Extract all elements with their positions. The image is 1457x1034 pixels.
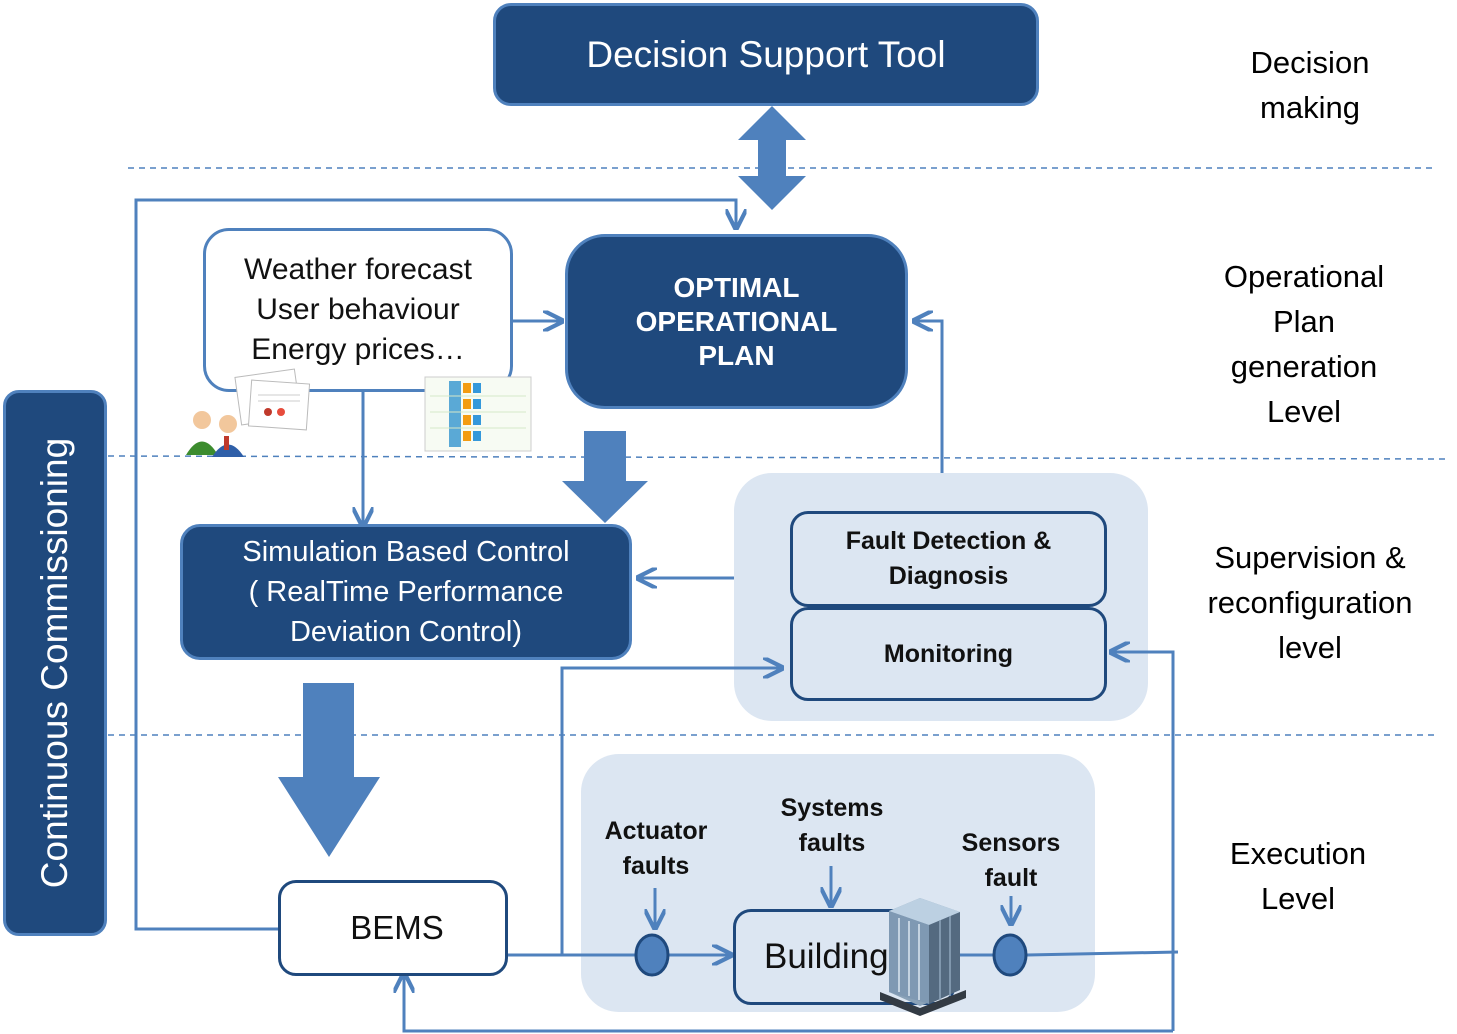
decision-support-box: Decision Support Tool [493, 3, 1039, 106]
actuator-faults-label: Actuator faults [604, 817, 708, 880]
actuator-node [634, 933, 670, 977]
level-execution-label: Execution Level [1229, 836, 1367, 916]
level-supervision-label: Supervision & reconfiguration level [1207, 540, 1413, 665]
systems-faults-label: Systems faults [780, 794, 884, 857]
bems-box: BEMS [278, 880, 508, 976]
plan-to-sim-arrow [562, 431, 648, 523]
building-label: Building [764, 937, 889, 976]
sensor-node [992, 933, 1028, 977]
separator-2 [107, 455, 1449, 460]
sensor-output [1026, 950, 1179, 957]
level-decision-label: Decision making [1250, 45, 1370, 125]
feedback-to-bems [404, 976, 1173, 1033]
fault-detection-box: Fault Detection & Diagnosis [790, 511, 1107, 607]
inputs-box: Weather forecast User behaviour Energy p… [203, 228, 513, 392]
tap-to-monitoring [560, 668, 780, 955]
continuous-commissioning-bar: Continuous Commissioning [3, 390, 107, 936]
monitoring-box: Monitoring [790, 607, 1107, 701]
fdd-to-plan [916, 321, 944, 473]
feedback-to-monitoring [1113, 652, 1175, 1031]
sim-to-bems-arrow [278, 683, 380, 857]
building-box: Building [733, 909, 955, 1005]
continuous-commissioning-label: Continuous Commissioning [34, 437, 75, 889]
double-arrow [738, 106, 806, 210]
commissioning-loop [134, 198, 736, 931]
level-operational-label: Operational Plan generation Level [1223, 259, 1385, 429]
optimal-plan-box: OPTIMAL OPERATIONAL PLAN [565, 234, 908, 409]
sensors-fault-label: Sensors fault [961, 829, 1061, 892]
simulation-control-box: Simulation Based Control ( RealTime Perf… [180, 524, 632, 660]
